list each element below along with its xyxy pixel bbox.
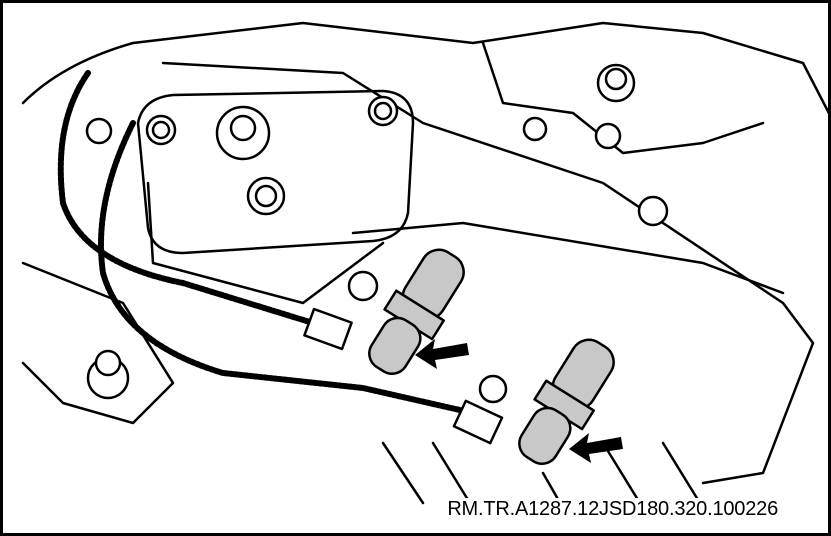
arrow-left-icon (569, 433, 623, 463)
cover-block (136, 89, 415, 305)
bolts (85, 63, 669, 404)
arrow-left-icon (415, 339, 469, 369)
figure-caption: RM.TR.A1287.12JSD180.320.100226 (445, 498, 780, 521)
sensor-cables (57, 70, 476, 416)
cable-connectors (303, 307, 504, 445)
speed-sensor-1 (368, 248, 465, 375)
speed-sensor-2 (518, 338, 615, 465)
engine-illustration (21, 21, 828, 510)
